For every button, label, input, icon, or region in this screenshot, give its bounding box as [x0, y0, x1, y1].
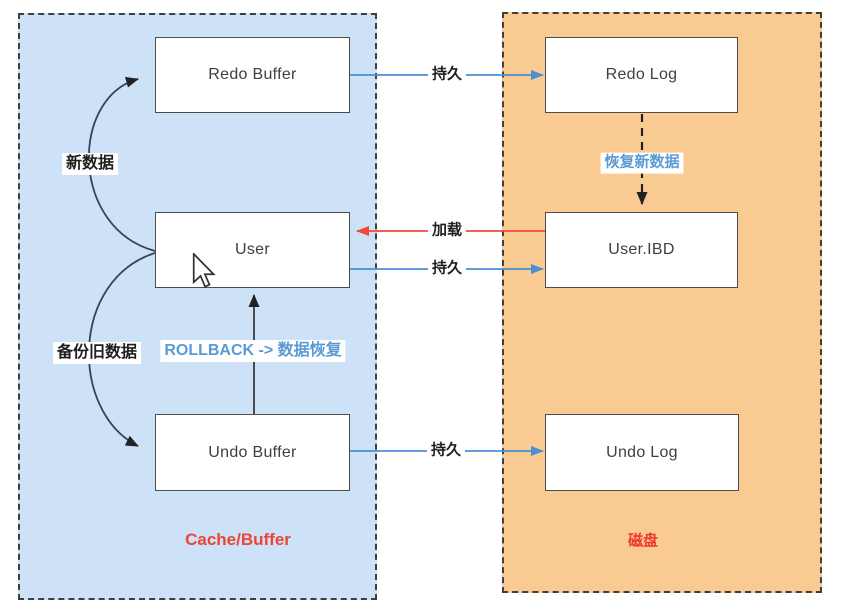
node-undo-log-label: Undo Log	[606, 443, 678, 461]
edge-label-new-data: 新数据	[61, 153, 119, 175]
node-undo-buffer: Undo Buffer	[155, 414, 350, 491]
node-redo-buffer-label: Redo Buffer	[208, 66, 297, 83]
edge-label-redo-persist: 持久	[427, 64, 467, 86]
edge-label-backup-old-data: 备份旧数据	[52, 342, 142, 364]
edge-label-recover-new-data: 恢复新数据	[600, 152, 684, 174]
node-redo-buffer: Redo Buffer	[155, 37, 350, 113]
node-user-label: User	[235, 241, 270, 258]
node-undo-log: Undo Log	[545, 414, 739, 491]
node-undo-buffer-label: Undo Buffer	[208, 443, 297, 461]
edge-label-rollback: ROLLBACK -> 数据恢复	[160, 340, 346, 362]
edge-label-user-persist: 持久	[427, 258, 467, 280]
node-user: User	[155, 212, 350, 288]
cache-buffer-region-caption: Cache/Buffer	[185, 530, 291, 549]
node-redo-log-label: Redo Log	[605, 66, 678, 83]
node-redo-log: Redo Log	[545, 37, 738, 113]
disk-region-caption: 磁盘	[627, 532, 659, 550]
node-user-ibd: User.IBD	[545, 212, 738, 288]
edge-label-undo-persist: 持久	[426, 440, 466, 462]
node-user-ibd-label: User.IBD	[608, 241, 675, 258]
edge-label-load: 加载	[427, 220, 467, 242]
